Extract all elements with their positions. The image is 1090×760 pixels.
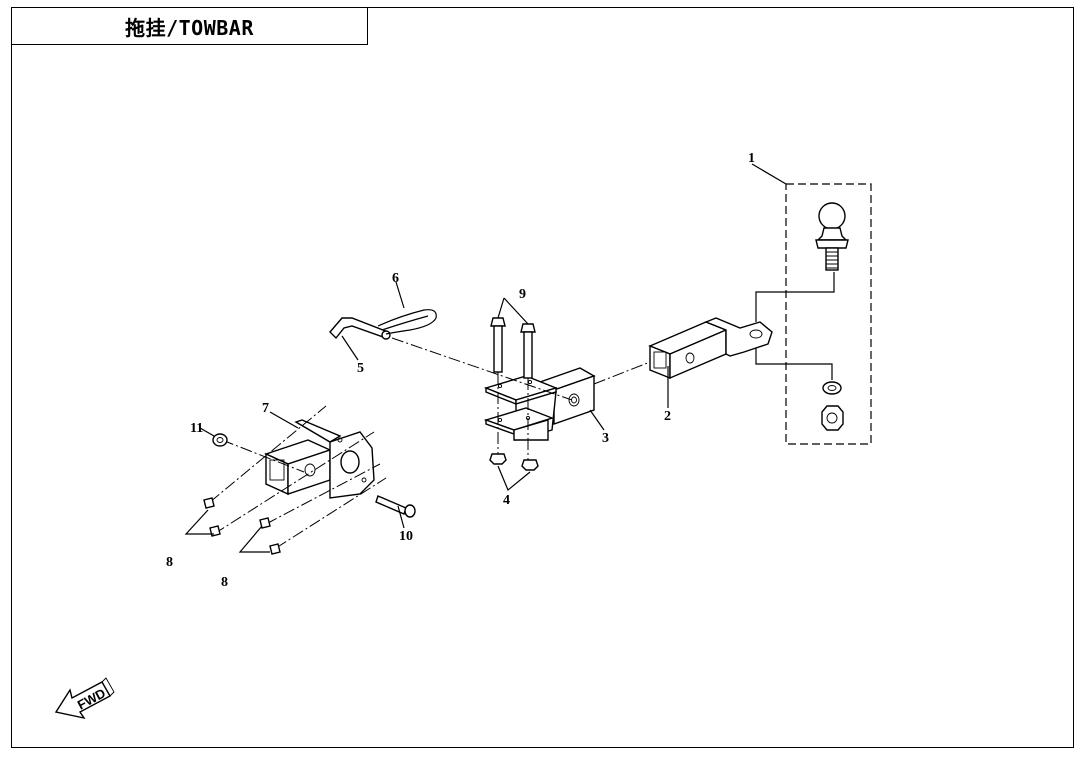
receiver-bracket <box>483 367 596 441</box>
hitch-ball-kit-box <box>785 183 872 445</box>
drawbar-ball-hole <box>749 329 763 339</box>
leader-11 <box>199 427 215 437</box>
bolt-head-a <box>490 317 506 327</box>
bolt-8d <box>269 543 281 555</box>
callout-7: 7 <box>262 401 269 416</box>
leader-6 <box>395 281 405 309</box>
leader-7 <box>269 411 299 429</box>
bolt-head-b <box>520 323 536 333</box>
hitch-ball-neck <box>816 227 848 241</box>
drawbar-pin-hole <box>685 352 695 364</box>
leader-4 <box>497 465 531 491</box>
vertical-bolts <box>490 317 536 460</box>
flange-nuts <box>489 453 539 471</box>
title-box: 拖挂/TOWBAR <box>11 7 368 45</box>
drawbar-tongue <box>704 317 773 357</box>
hitch-ball-assembly <box>755 183 872 445</box>
mount-plate-hole <box>340 450 360 474</box>
hitch-ball <box>818 202 846 230</box>
bolt-10-head <box>404 504 416 518</box>
leader-8b <box>238 525 270 553</box>
leader-3 <box>589 409 605 431</box>
flange-nut-a <box>489 453 507 465</box>
bolt-10-shank <box>375 495 407 515</box>
callout-11: 11 <box>190 421 203 436</box>
fwd-arrow: FWD <box>54 677 115 720</box>
washer-11 <box>212 433 228 447</box>
callout-8b: 8 <box>221 575 228 590</box>
drawbar <box>648 317 773 380</box>
bolt-8a <box>203 497 215 509</box>
drawing-frame <box>11 7 1074 748</box>
washer-11-ring <box>212 433 228 447</box>
lock-washer <box>822 381 842 395</box>
bolt-10 <box>375 495 416 518</box>
mount-bolts <box>203 497 281 555</box>
mount-tab <box>294 419 342 443</box>
mount-bracket <box>264 419 375 499</box>
bolt-8c <box>259 517 271 529</box>
leader-5 <box>341 335 359 361</box>
callout-6: 6 <box>392 271 399 286</box>
mount-pin-hole <box>304 463 316 477</box>
leader-9 <box>497 297 529 325</box>
callout-8a: 8 <box>166 555 173 570</box>
callout-10: 10 <box>399 529 413 544</box>
page-title: 拖挂/TOWBAR <box>125 15 254 40</box>
hitch-ball-flange <box>815 239 849 249</box>
callout-3: 3 <box>602 431 609 446</box>
receiver-pin-hole <box>568 393 580 407</box>
callout-9: 9 <box>519 287 526 302</box>
leader-10 <box>397 505 405 529</box>
bolt-shank-a <box>493 325 503 373</box>
callout-2: 2 <box>664 409 671 424</box>
callout-1: 1 <box>748 151 755 166</box>
hitch-pin-body <box>329 317 389 340</box>
hitch-pin-tip <box>381 330 391 340</box>
fwd-arrow-shape <box>54 681 111 720</box>
leader-1 <box>751 163 787 185</box>
callout-4: 4 <box>503 493 510 508</box>
callout-5: 5 <box>357 361 364 376</box>
fwd-label: FWD <box>75 685 108 712</box>
hitch-pin <box>329 317 391 340</box>
r-clip-loop <box>377 309 437 335</box>
r-clip <box>377 309 437 335</box>
flange-nut-b <box>521 459 539 471</box>
hitch-ball-shank <box>825 247 839 271</box>
leader-8a <box>184 509 214 535</box>
hex-nut <box>821 405 844 431</box>
bolt-shank-b <box>523 331 533 379</box>
